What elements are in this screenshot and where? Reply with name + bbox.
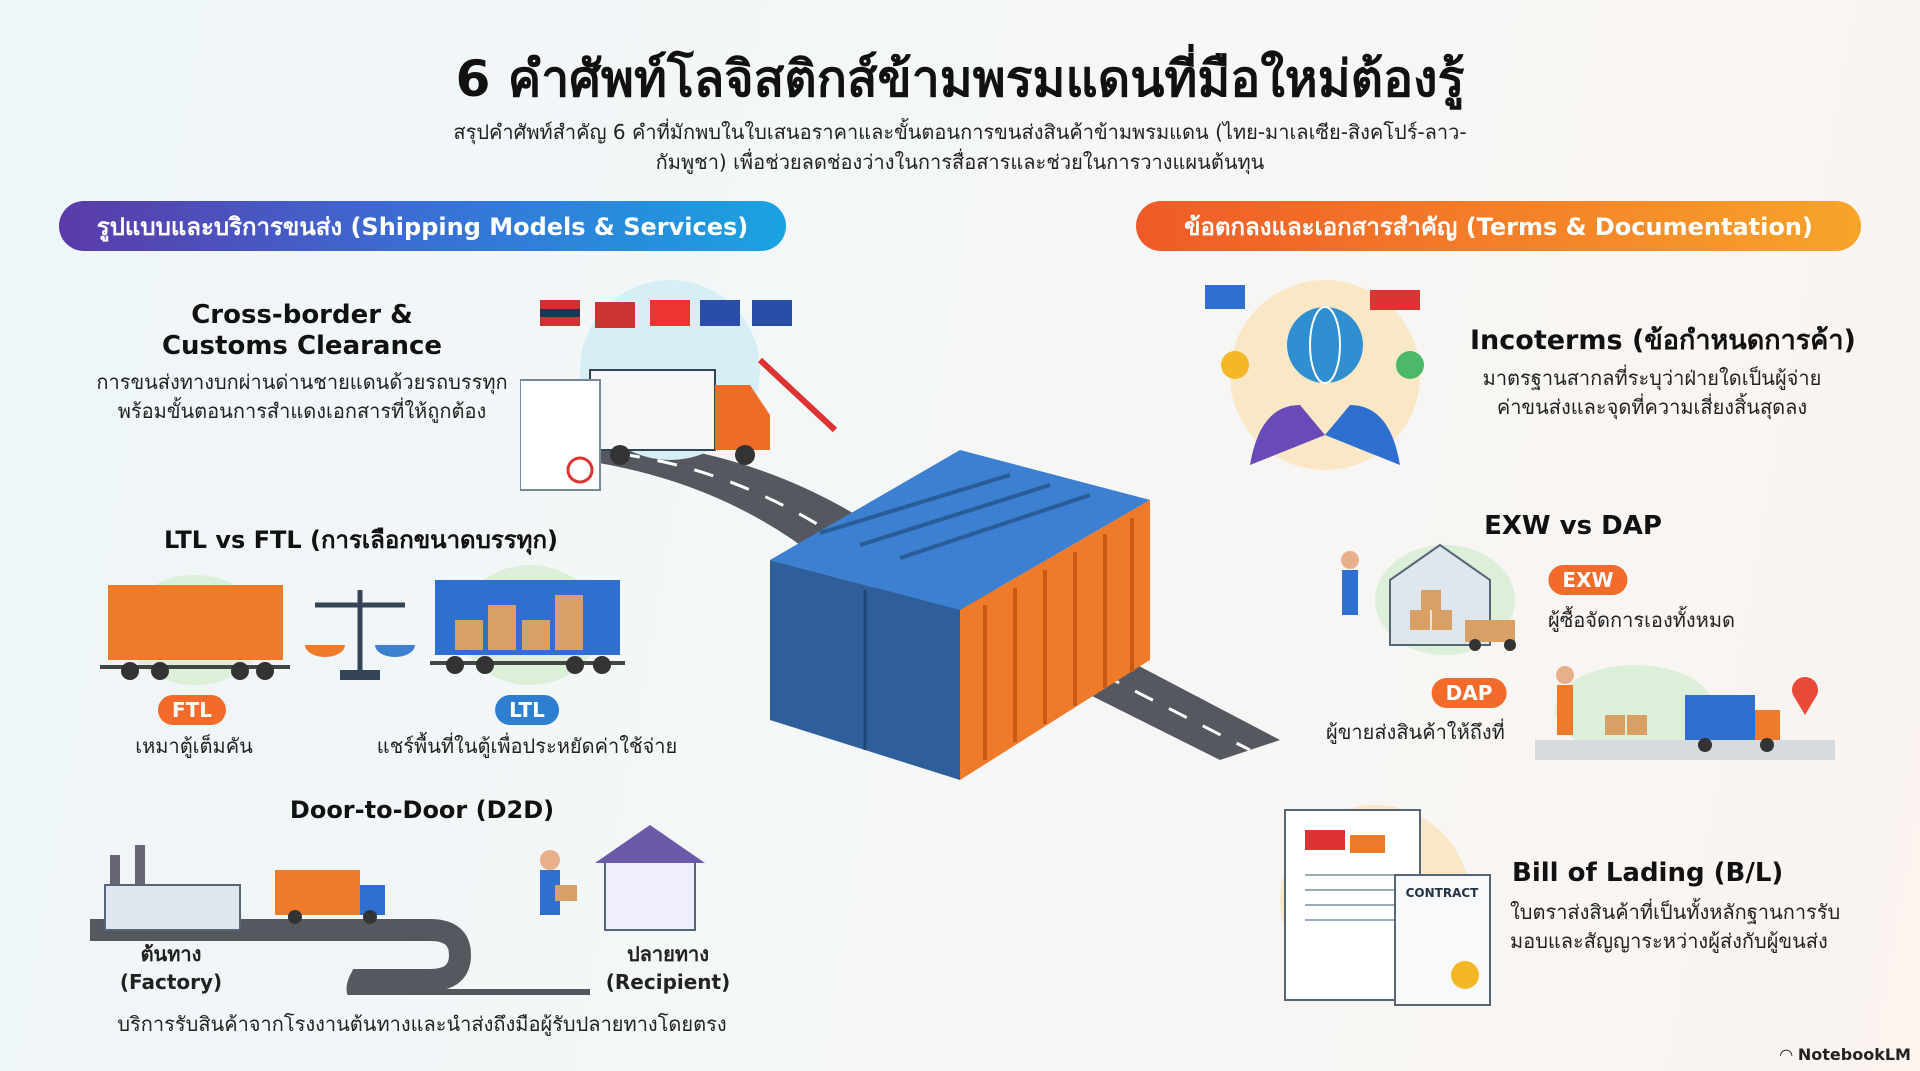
door-to-door-illustration	[90, 825, 705, 995]
ftl-truck-icon	[100, 575, 290, 685]
subtitle-line-2: กัมพูชา) เพื่อช่วยลดช่องว่างในการสื่อสาร…	[655, 150, 1265, 174]
ltl-truck-icon	[430, 565, 625, 685]
cross-border-desc: การขนส่งทางบกผ่านด่านชายแดนด้วยรถบรรทุกพ…	[96, 370, 508, 423]
notebooklm-logo-icon: ◠	[1780, 1045, 1798, 1064]
shipping-container-icon	[770, 450, 1150, 780]
d2d-title: Door-to-Door (D2D)	[289, 796, 555, 824]
incoterms-desc: มาตรฐานสากลที่ระบุว่าฝ่ายใดเป็นผู้จ่ายค่…	[1482, 366, 1822, 419]
section-header-terms: ข้อตกลงและเอกสารสำคัญ (Terms & Documenta…	[1136, 201, 1861, 251]
dap-delivery-icon	[1535, 665, 1835, 760]
exw-badge: EXW	[1548, 565, 1628, 595]
section-header-shipping: รูปแบบและบริการขนส่ง (Shipping Models & …	[59, 201, 786, 251]
dap-desc: ผู้ขายส่งสินค้าให้ถึงที่	[1326, 720, 1505, 744]
subtitle-line-1: สรุปคำศัพท์สำคัญ 6 คำที่มักพบในใบเสนอราค…	[453, 120, 1467, 144]
contract-label: CONTRACT	[1406, 886, 1480, 900]
page-title: 6 คำศัพท์โลจิสติกส์ข้ามพรมแดนที่มือใหม่ต…	[455, 50, 1465, 108]
d2d-desc: บริการรับสินค้าจากโรงงานต้นทางและนำส่งถึ…	[117, 1012, 727, 1036]
scale-icon	[305, 590, 415, 680]
bill-of-lading-document-icon: CONTRACT	[1280, 805, 1491, 1006]
handshake-trade-icon	[1205, 280, 1424, 470]
ltl-badge: LTL	[495, 695, 559, 725]
ltl-desc: แชร์พื้นที่ในตู้เพื่อประหยัดค่าใช้จ่าย	[376, 734, 678, 758]
ftl-desc: เหมาตู้เต็มคัน	[135, 734, 253, 758]
cross-border-title: Cross-border &Customs Clearance	[161, 300, 443, 361]
bill-of-lading-title: Bill of Lading (B/L)	[1512, 858, 1784, 888]
ftl-badge: FTL	[157, 695, 227, 725]
exw-warehouse-icon	[1341, 543, 1516, 655]
border-crossing-truck-icon	[520, 280, 838, 491]
dap-badge: DAP	[1431, 678, 1507, 708]
bill-of-lading-desc: ใบตราส่งสินค้าที่เป็นทั้งหลักฐานการรับมอ…	[1510, 900, 1841, 953]
notebooklm-watermark: ◠ NotebookLM	[1780, 1045, 1911, 1064]
exw-desc: ผู้ซื้อจัดการเองทั้งหมด	[1548, 608, 1736, 632]
incoterms-title: Incoterms (ข้อกำหนดการค้า)	[1470, 325, 1856, 356]
exw-dap-title: EXW vs DAP	[1484, 511, 1662, 541]
ltl-ftl-title: LTL vs FTL (การเลือกขนาดบรรทุก)	[164, 526, 558, 554]
d2d-origin-label: ต้นทาง(Factory)	[119, 942, 223, 994]
d2d-destination-label: ปลายทาง(Recipient)	[605, 942, 731, 994]
